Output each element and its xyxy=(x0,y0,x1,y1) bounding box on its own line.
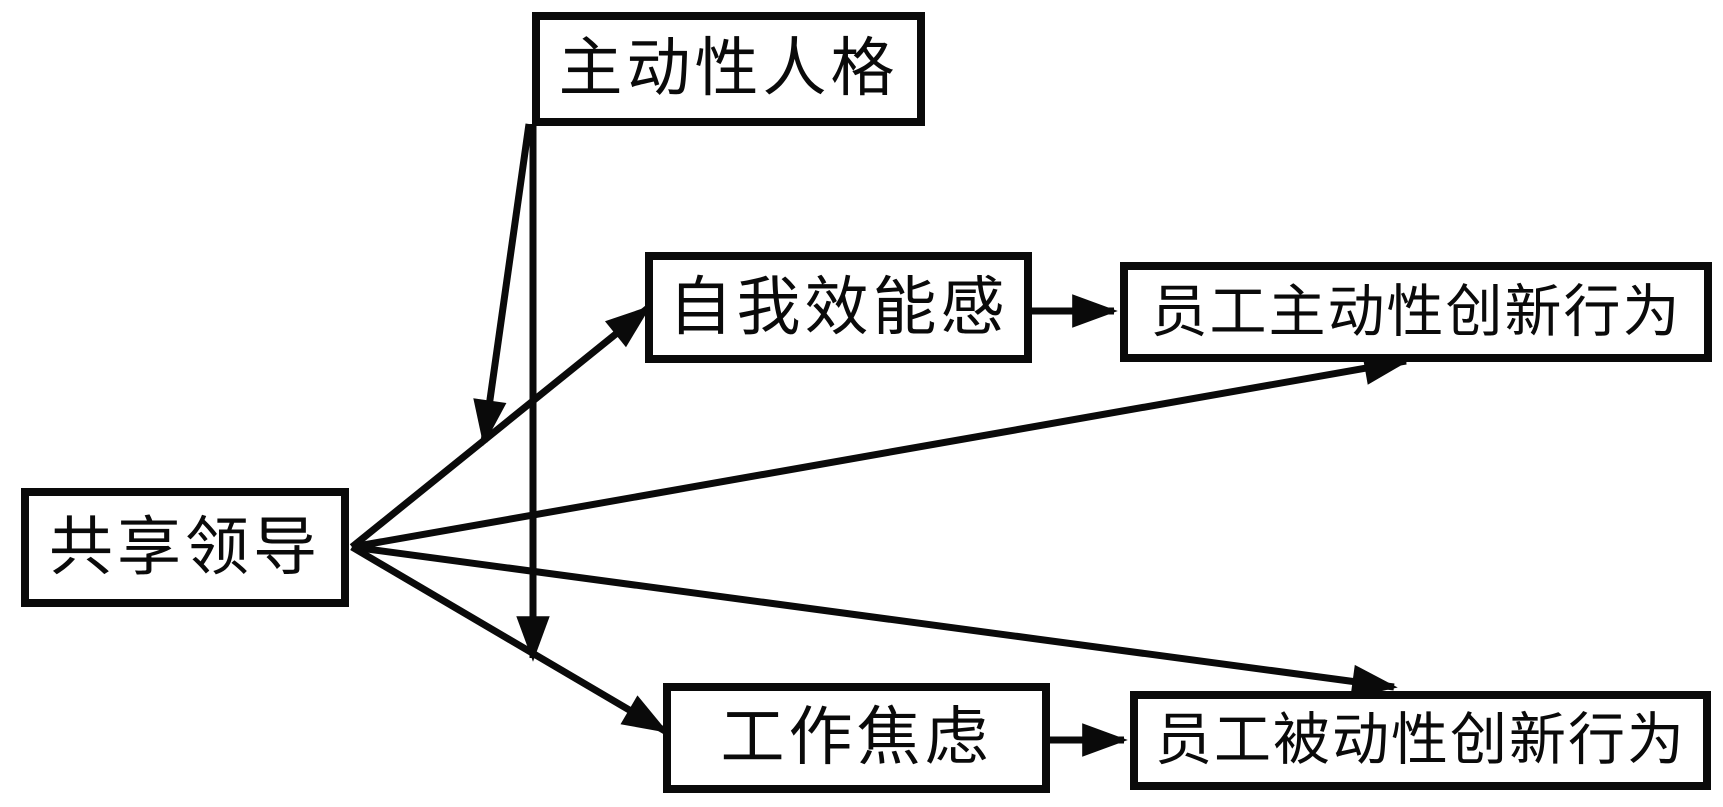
edge-shared-leadership-to-work-anxiety xyxy=(350,543,669,735)
edge-proactive-personality-moderates-self-efficacy-path xyxy=(473,123,533,446)
node-employee-proactive-innovation-label: 员工主动性创新行为 xyxy=(1150,280,1682,344)
node-proactive-personality-label: 主动性人格 xyxy=(558,33,899,104)
node-shared-leadership: 共享领导 xyxy=(21,488,349,607)
node-employee-proactive-innovation: 员工主动性创新行为 xyxy=(1120,262,1712,362)
node-self-efficacy-label: 自我效能感 xyxy=(668,271,1009,343)
node-employee-passive-innovation: 员工被动性创新行为 xyxy=(1130,691,1711,790)
node-shared-leadership-label: 共享领导 xyxy=(49,511,321,583)
node-work-anxiety-label: 工作焦虑 xyxy=(720,702,993,773)
node-employee-passive-innovation-label: 员工被动性创新行为 xyxy=(1155,709,1686,772)
node-proactive-personality: 主动性人格 xyxy=(532,12,925,126)
edge-shared-leadership-to-passive-innovation xyxy=(351,543,1398,699)
edge-shared-leadership-to-proactive-innovation xyxy=(351,351,1410,551)
node-self-efficacy: 自我效能感 xyxy=(645,252,1032,363)
node-work-anxiety: 工作焦虑 xyxy=(663,683,1050,793)
